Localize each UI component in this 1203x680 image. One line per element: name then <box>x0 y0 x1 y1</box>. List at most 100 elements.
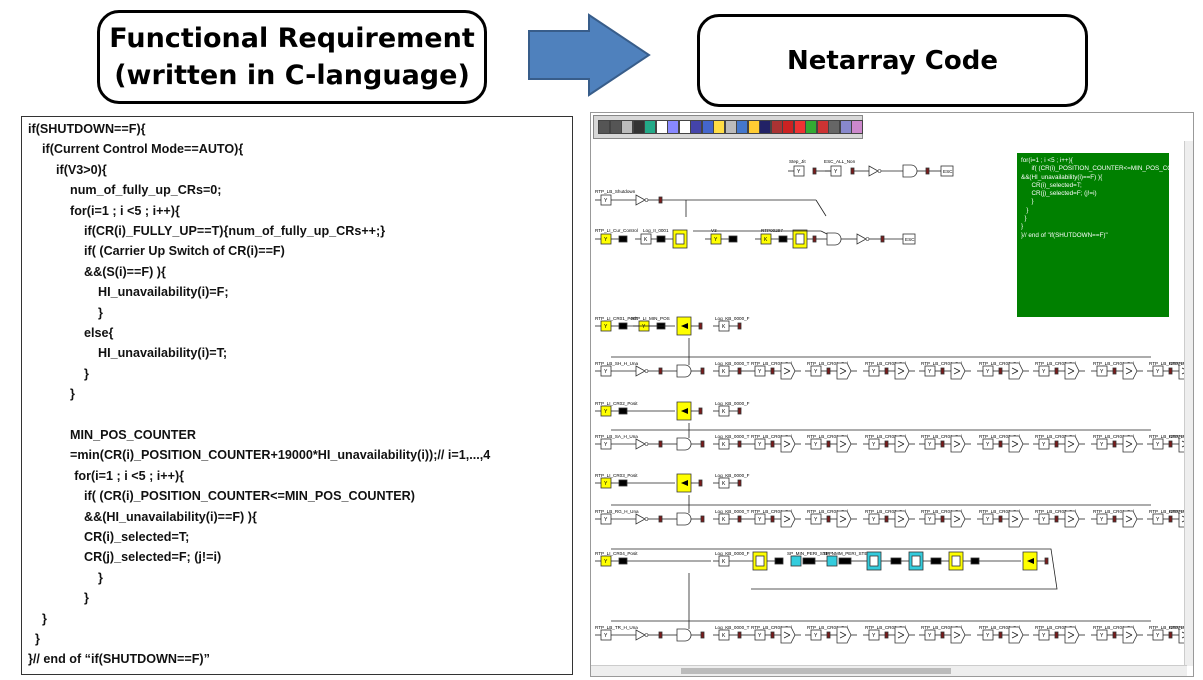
toolbar-button[interactable] <box>851 120 863 134</box>
toolbar-button[interactable] <box>678 120 691 134</box>
code-line: if(V3>0){ <box>56 162 107 177</box>
selector-wire <box>1125 370 1133 375</box>
selector-wire <box>783 440 791 445</box>
horizontal-scroll-thumb[interactable] <box>681 668 951 674</box>
node-label: RTP_LB_CR01_Sel <box>807 434 848 439</box>
node-label: V3 <box>711 228 717 233</box>
horizontal-scrollbar[interactable] <box>591 665 1187 676</box>
toolbar-button[interactable] <box>644 120 656 134</box>
toolbar-button[interactable] <box>598 120 610 134</box>
node-label: RTP_LB_RG_H_Una <box>595 509 639 514</box>
toolbar-button[interactable] <box>621 120 633 134</box>
toolbar-button[interactable] <box>782 120 794 134</box>
toolbar-button[interactable] <box>839 120 852 134</box>
toolbar-button[interactable] <box>667 120 679 134</box>
node-label: RTP_LB_CR03_Sel <box>1035 361 1076 366</box>
input-node-label: Y <box>1156 442 1160 448</box>
selector-wire <box>783 518 791 523</box>
selector-wire <box>1125 367 1133 372</box>
toolbar-button[interactable] <box>736 120 748 134</box>
selector-block <box>894 626 910 644</box>
and-gate <box>676 364 692 378</box>
input-node-label: Y <box>758 633 762 639</box>
selector-wire <box>783 367 791 372</box>
wire <box>820 230 828 235</box>
toolbar-button[interactable] <box>655 120 668 134</box>
toolbar-button[interactable] <box>609 120 622 134</box>
right-title-text: Netarray Code <box>787 45 998 76</box>
node-label: SP_MIN_PERI_STEP <box>787 551 832 556</box>
toolbar-button[interactable] <box>816 120 829 134</box>
toolbar-button[interactable] <box>759 120 771 134</box>
selector-block <box>950 435 966 453</box>
netarray-toolbar <box>593 115 863 139</box>
selector-wire <box>1125 440 1133 445</box>
toolbar-button[interactable] <box>793 120 806 134</box>
node-label: RTP00297 <box>761 228 783 233</box>
selector-wire <box>839 367 847 372</box>
input-node-label: Y <box>1100 633 1104 639</box>
junction-node <box>1168 515 1173 523</box>
toolbar-button[interactable] <box>770 120 783 134</box>
input-node-label: K <box>722 559 726 565</box>
input-node-label: Y <box>814 517 818 523</box>
buffer-gate <box>868 165 879 177</box>
green-note-line: if( (CR(i)_POSITION_COUNTER<=MIN_POS_COU… <box>1021 165 1194 173</box>
node-label: RTP_LB_CR02_Sel <box>979 361 1020 366</box>
selector-wire <box>1011 440 1019 445</box>
input-node-label: Y <box>1156 633 1160 639</box>
toolbar-button[interactable] <box>805 120 817 134</box>
toolbar-button[interactable] <box>632 120 645 134</box>
junction-node <box>826 631 831 639</box>
green-note-line: } <box>1021 223 1024 231</box>
dark-node <box>728 235 738 243</box>
node-label: RTP_LB_SH_H_Una <box>595 361 639 366</box>
green-note-line: }// end of "if(SHUTDOWN==F)" <box>1021 231 1108 239</box>
node-label: RTP_LB_CR01_Sel <box>807 625 848 630</box>
selector-block <box>836 435 852 453</box>
c-code-panel: if(SHUTDOWN==F){if(Current Control Mode=… <box>21 116 573 675</box>
code-line: for(i=1 ; i <5 ; i++){ <box>70 203 180 218</box>
junction-node <box>1044 557 1049 565</box>
selector-wire <box>1011 634 1019 639</box>
node-label: RTP_LB_CR02_Sel <box>979 625 1020 630</box>
green-note-line: } <box>1021 206 1029 214</box>
node-label: RTP_LB_CR02_Sel <box>979 509 1020 514</box>
input-node-label: Y <box>986 517 990 523</box>
input-node-label: Y <box>604 237 608 243</box>
setpoint-node <box>826 555 838 567</box>
toolbar-button[interactable] <box>724 120 737 134</box>
invert-bubble <box>644 442 649 446</box>
node-label: RTP_LB_I <box>1169 434 1187 439</box>
code-line: if( (CR(i)_POSITION_COUNTER<=MIN_POS_COU… <box>84 489 415 504</box>
input-node-label: K <box>722 481 726 487</box>
selector-wire <box>1125 443 1133 448</box>
selector-block <box>1008 626 1024 644</box>
junction-node <box>826 515 831 523</box>
node-label: RTP_LB_CR02_Sel <box>1149 434 1187 439</box>
junction-node <box>884 631 889 639</box>
input-node-label: K <box>644 237 648 243</box>
vertical-scrollbar[interactable] <box>1184 141 1193 666</box>
node-label: RTP_LI_CR04_Posit <box>595 551 638 556</box>
selector-block <box>894 510 910 528</box>
junction-node <box>1054 440 1059 448</box>
input-node-label: Y <box>604 559 608 565</box>
toolbar-button[interactable] <box>828 120 840 134</box>
toolbar-button[interactable] <box>690 120 702 134</box>
junction-node <box>884 515 889 523</box>
code-line: } <box>98 570 103 585</box>
input-node-label: Y <box>758 517 762 523</box>
junction-node <box>700 631 705 639</box>
invert-bubble <box>644 369 649 373</box>
function-block-inner <box>675 233 685 245</box>
esc-node <box>940 165 954 177</box>
toolbar-button[interactable] <box>747 120 760 134</box>
toolbar-button[interactable] <box>701 120 714 134</box>
invert-bubble <box>865 237 870 241</box>
selector-wire <box>1125 634 1133 639</box>
compare-arrow <box>1027 558 1034 564</box>
node-label: RTP_LB_CR01_Sel <box>751 625 792 630</box>
selector-wire <box>953 443 961 448</box>
toolbar-button[interactable] <box>713 120 725 134</box>
